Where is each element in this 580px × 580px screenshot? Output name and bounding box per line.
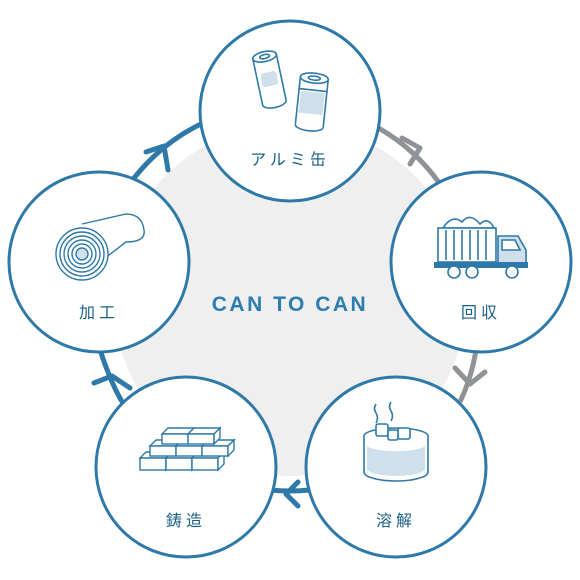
- aluminum-coil-icon: [55, 213, 145, 281]
- arrow-top-left: [143, 143, 171, 173]
- cycle-title: CAN TO CAN: [212, 293, 368, 316]
- step-label-process: 加工: [79, 303, 119, 322]
- arrow-bottom-left: [91, 373, 133, 391]
- step-casting: 鋳造: [94, 375, 278, 559]
- cycle-arc-top-right: [373, 123, 443, 186]
- step-label-cast: 鋳造: [166, 511, 206, 530]
- step-label-collect: 回収: [461, 303, 501, 322]
- arrow-top-right: [399, 135, 423, 167]
- step-aluminum-can: アルミ缶: [198, 19, 382, 203]
- melting-pot-icon: [363, 401, 429, 482]
- step-label-can: アルミ缶: [250, 150, 330, 169]
- arrow-right: [452, 365, 488, 387]
- step-collection: 回収: [389, 170, 573, 354]
- step-melting: 溶解: [304, 375, 488, 559]
- arrow-bottom: [283, 479, 301, 509]
- aluminum-cans-icon: [252, 50, 330, 132]
- ingots-icon: [138, 426, 236, 472]
- step-processing: 加工: [7, 170, 191, 354]
- step-label-melt: 溶解: [376, 511, 416, 530]
- truck-icon: [434, 216, 528, 279]
- step-circle-can: [198, 19, 382, 203]
